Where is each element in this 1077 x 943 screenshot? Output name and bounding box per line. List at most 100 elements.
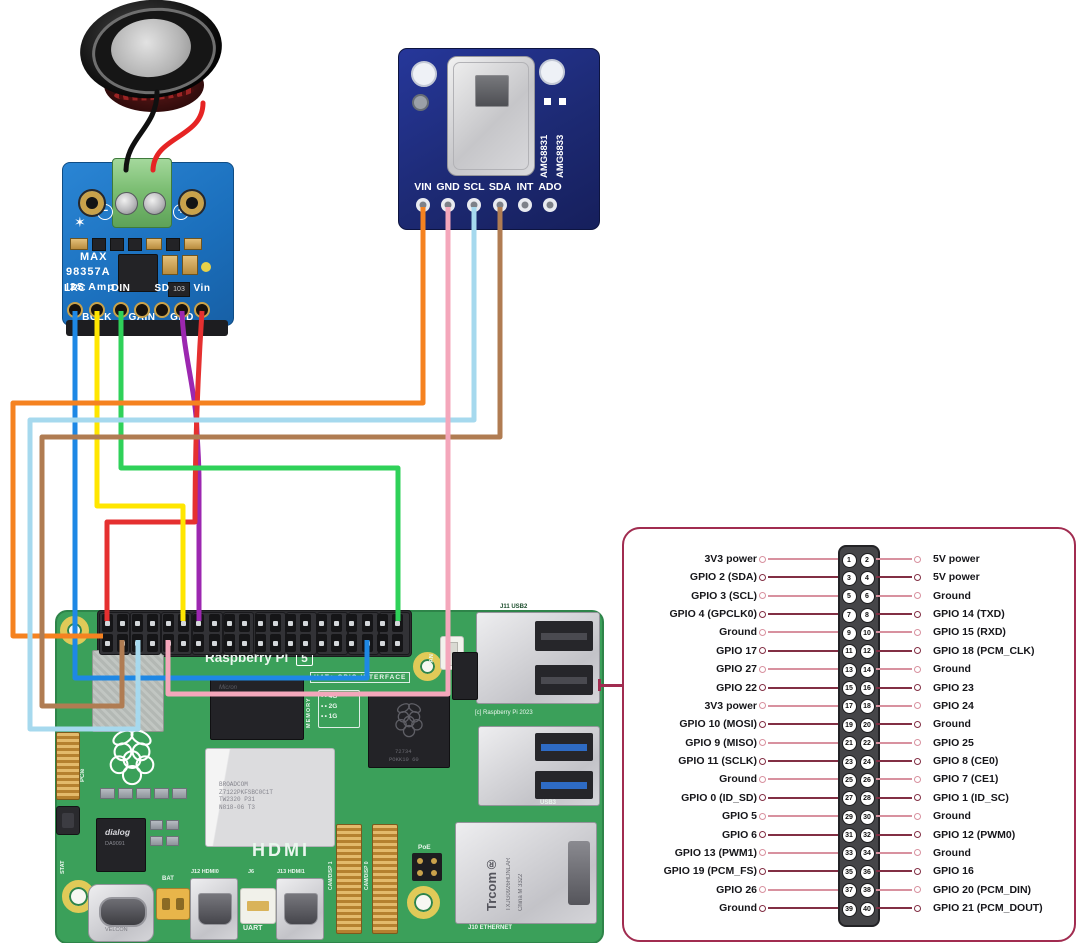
cam-disp1-connector: [336, 824, 362, 934]
pinout-left-line: [768, 796, 838, 799]
pinout-left-label: GPIO 6: [721, 828, 757, 841]
hdmi-logo: HDMI: [252, 840, 310, 860]
gpio-pin-13: [193, 634, 205, 652]
pinout-right-line: [876, 631, 912, 634]
gpio-pin-3: [116, 634, 128, 652]
fan-label: FAN: [429, 654, 435, 666]
memory-option-2g: • • 2G: [321, 703, 338, 710]
pinout-left-line: [768, 668, 838, 671]
gpio-pin-dot: [165, 641, 171, 646]
gpio-pin-27: [300, 634, 312, 652]
pinout-row-left: GPIO 22: [632, 682, 838, 694]
rp1-marking-1: 72734: [395, 748, 412, 755]
gpio-pin-dot: [379, 641, 385, 646]
gpio-pin-dot: [288, 641, 294, 646]
pmic-part: DA9091: [105, 841, 125, 847]
hdmi1-label: J13 HDMI1: [277, 869, 305, 875]
pinout-right-line: [876, 594, 912, 597]
pinout-row-right: GPIO 23: [876, 682, 1064, 694]
pinout-row-left: GPIO 13 (PWM1): [632, 847, 838, 859]
pinout-left-label: GPIO 11 (SCLK): [678, 755, 757, 768]
pinout-right-label: GPIO 20 (PCM_DIN): [933, 883, 1032, 896]
pinout-row-left: GPIO 3 (SCL): [632, 590, 838, 602]
gpio-pin-9: [162, 634, 174, 652]
amp-title-line2: 98357A: [66, 266, 111, 278]
stat-led-label: STAT: [60, 860, 66, 874]
pinout-right-line: [876, 815, 912, 818]
gpio-pin-1: [101, 634, 113, 652]
amp-pin-label-vin: Vin: [193, 283, 211, 294]
amp-smd: [162, 255, 178, 275]
usb-c-power-port: VELCON: [88, 884, 154, 942]
pinout-right-label: GPIO 7 (CE1): [933, 773, 999, 786]
pinout-right-line: [876, 760, 912, 763]
uart-label: UART: [243, 925, 263, 932]
pinout-left-line: [768, 851, 838, 854]
pinout-left-line: [768, 833, 838, 836]
amp-terminal-screw-neg: [115, 192, 138, 215]
usbc-brand: VELCON: [105, 927, 128, 933]
pinout-right-label: GPIO 25: [933, 736, 974, 749]
pi-copyright: [c] Raspberry Pi 2023: [475, 710, 533, 716]
pinout-right-label: GPIO 8 (CE0): [933, 755, 999, 768]
amp-smd-103: 103: [168, 282, 190, 297]
pinout-right-label: Ground: [933, 810, 971, 823]
pinout-right-label: 5V power: [933, 571, 980, 584]
pinout-pin-31: 31: [841, 828, 857, 844]
pinout-row-left: GPIO 17: [632, 645, 838, 657]
speaker: [75, 0, 227, 118]
gpio-pin-dot: [318, 621, 324, 626]
capacitor: [172, 788, 187, 799]
raspberry-logo-icon: [109, 729, 155, 786]
amp-pin-label-lrc: LRC: [63, 283, 87, 294]
pmic-chip: dialog DA9091: [96, 818, 146, 872]
wire-amp-din: [118, 311, 401, 621]
gpio-pin-36: [361, 614, 373, 632]
pinout-right-line: [876, 686, 912, 689]
pi-transistor: [452, 652, 478, 700]
gpio-pin-dot: [272, 621, 278, 626]
pinout-row: GPIO 11 (SCLK) GPIO 8 (CE0): [632, 752, 1064, 770]
pcie-connector: [56, 732, 80, 800]
hdmi1-port: [276, 878, 324, 940]
gpio-pin-dot: [211, 621, 217, 626]
gpio-pin-8: [147, 614, 159, 632]
amg-chip-label-1: AMG8831: [539, 134, 550, 178]
pinout-right-circle-icon: [914, 720, 921, 728]
hdmi0-label: J12 HDMI0: [191, 869, 219, 875]
pinout-row-left: GPIO 19 (PCM_FS): [632, 865, 838, 877]
pinout-left-label: GPIO 22: [716, 681, 757, 694]
pinout-pin-25: 25: [841, 772, 857, 788]
cam-disp0-connector: [372, 824, 398, 934]
amp-smd: [70, 238, 88, 250]
pinout-left-label: GPIO 13 (PWM1): [674, 846, 757, 859]
gpio-pin-dot: [196, 641, 202, 646]
amg-sensor-window: [475, 75, 509, 107]
pinout-pin-16: 16: [859, 681, 875, 697]
pinout-pin-34: 34: [859, 846, 875, 862]
pi-mount-hole: [407, 886, 440, 919]
pinout-right-line: [876, 723, 912, 726]
pinout-right-circle-icon: [914, 775, 921, 783]
pinout-left-label: GPIO 3 (SCL): [691, 589, 757, 602]
gpio-pin-dot: [272, 641, 278, 646]
power-button[interactable]: [56, 806, 80, 835]
gpio-pin-dot: [211, 641, 217, 646]
amp-smd: [184, 238, 202, 250]
pinout-left-label: GPIO 27: [716, 663, 757, 676]
pinout-right-label: 5V power: [933, 553, 980, 565]
pinout-right-line: [876, 558, 912, 560]
gpio-pin-39: [392, 634, 404, 652]
gpio-pin-dot: [257, 641, 263, 646]
pinout-left-circle-icon: [759, 702, 766, 710]
pinout-pin-23: 23: [841, 754, 857, 770]
amp-mounting-hole-right: [178, 189, 206, 217]
gpio-pin-dot: [181, 621, 186, 626]
gpio-pin-5: [132, 634, 144, 652]
pinout-left-circle-icon: [759, 849, 766, 857]
memory-jumpers: • • 4G• • 2G• • 1G: [318, 690, 360, 728]
gpio-pin-dot: [288, 621, 294, 626]
